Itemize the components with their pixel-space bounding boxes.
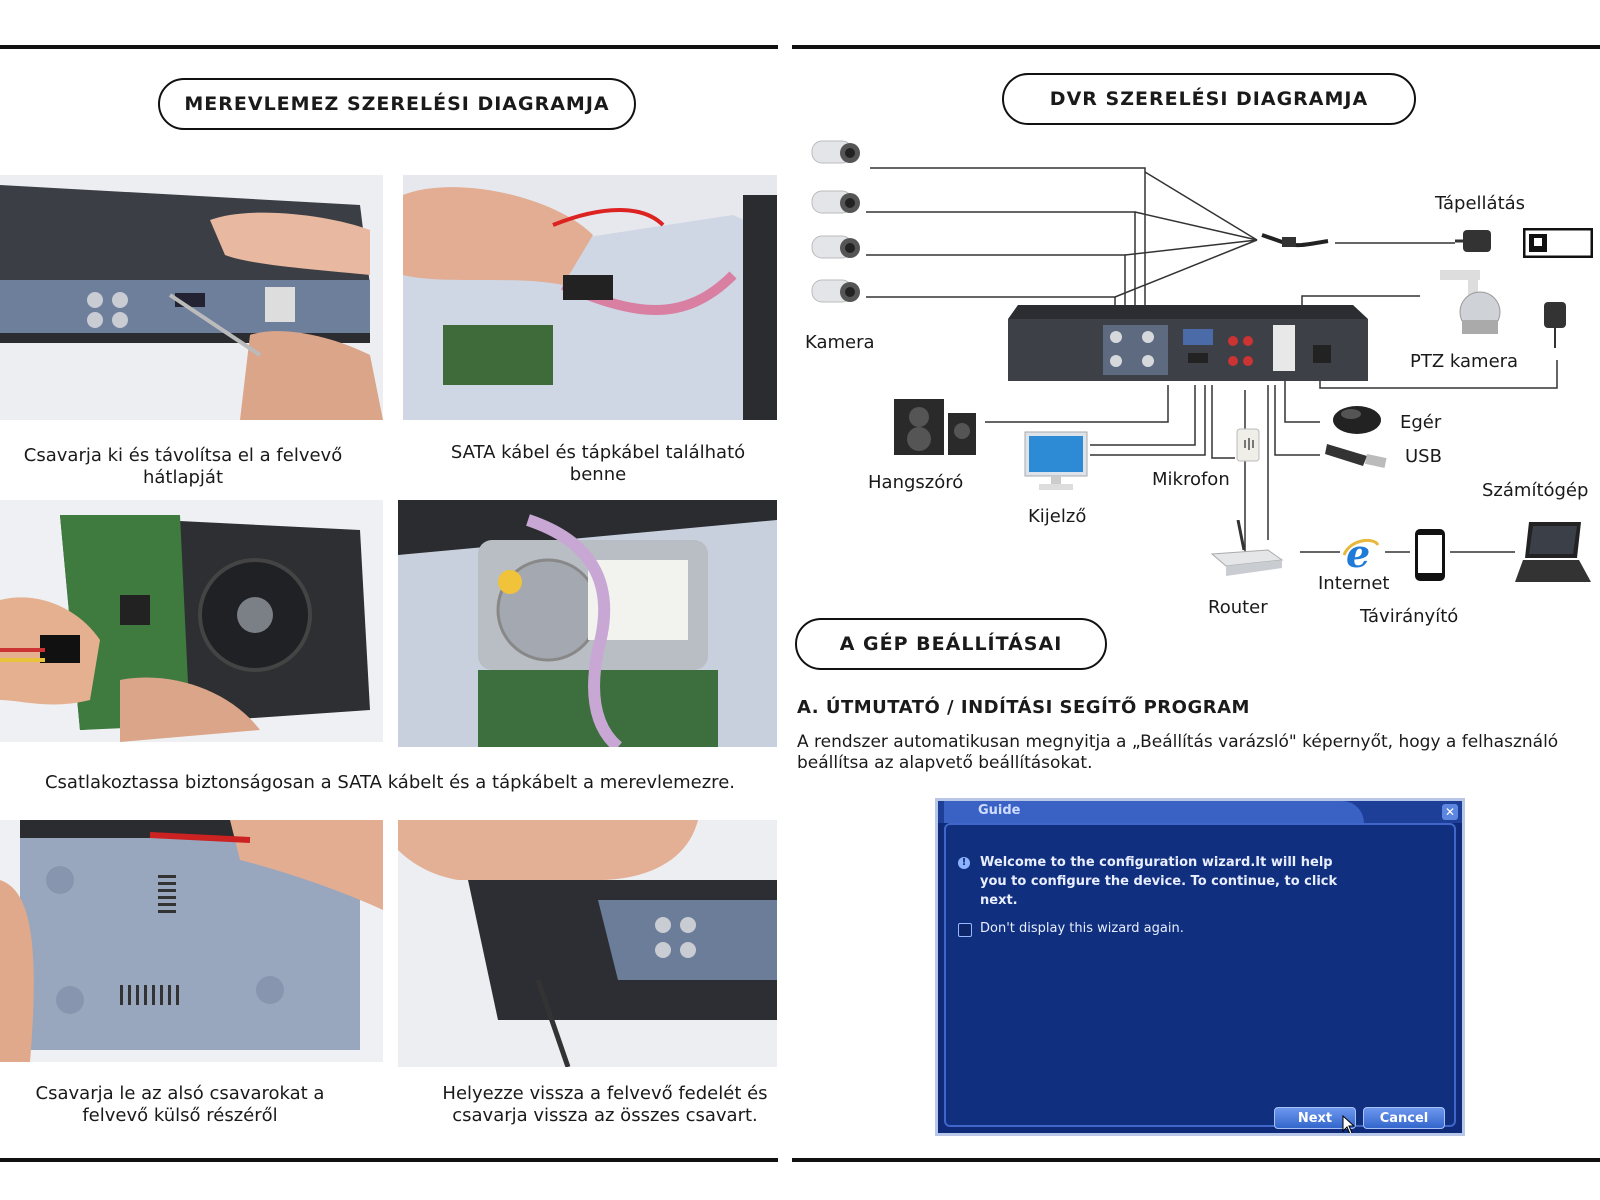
microphone-icon (1235, 427, 1261, 463)
guide-title: Guide (978, 803, 1021, 818)
mouse-pointer-icon (1342, 1115, 1356, 1133)
caption-step3: Csatlakoztassa biztonságosan a SATA kábe… (44, 772, 735, 793)
guide-window: Guide ✕ ! Welcome to the configuration w… (935, 798, 1465, 1136)
monitor-icon (1023, 430, 1089, 495)
camera-icon-4 (806, 272, 866, 312)
label-eger: Egér (1400, 412, 1442, 433)
caption-step5: Helyezze vissza a felvevő fedelét és csa… (442, 1083, 768, 1126)
camera-icon-1 (806, 133, 866, 173)
power-outlet-icon (1523, 228, 1593, 258)
photo-remove-back-cover (0, 175, 383, 420)
top-rule-left (0, 45, 778, 49)
ptz-camera-icon (1440, 270, 1510, 335)
usb-stick-icon (1325, 440, 1389, 470)
photo-hdd-installed (398, 500, 777, 747)
caption-step2: SATA kábel és tápkábel található benne (450, 442, 746, 485)
top-rule-right (792, 45, 1600, 49)
dont-show-checkbox-label: Don't display this wizard again. (980, 921, 1184, 936)
label-kamera: Kamera (805, 332, 875, 353)
internet-explorer-icon: e (1342, 535, 1380, 571)
close-icon[interactable]: ✕ (1442, 804, 1458, 820)
speaker-icon (892, 397, 978, 457)
ptz-adapter-icon (1540, 300, 1570, 350)
laptop-icon (1515, 520, 1591, 586)
hdd-section-title: MEREVLEMEZ SZERELÉSI DIAGRAMJA (158, 78, 636, 130)
guide-content-panel (944, 823, 1456, 1127)
label-hangszoro: Hangszóró (868, 472, 964, 493)
power-splitter-icon (1260, 225, 1330, 255)
remote-control-icon (1413, 527, 1447, 583)
photo-bottom-screws (0, 820, 383, 1062)
section-a-text: A rendszer automatikusan megnyitja a „Be… (797, 732, 1559, 773)
photo-connect-hdd (0, 500, 383, 742)
photo-replace-cover (398, 820, 777, 1067)
info-icon: ! (958, 857, 970, 869)
settings-section-title: A GÉP BEÁLLÍTÁSAI (795, 618, 1107, 670)
label-usb: USB (1405, 446, 1442, 467)
guide-title-tab (944, 801, 1364, 823)
label-kijelzo: Kijelző (1028, 506, 1087, 527)
power-adapter-icon (1455, 226, 1495, 256)
bottom-rule-right (792, 1158, 1600, 1162)
guide-message: Welcome to the configuration wizard.It w… (980, 855, 1338, 908)
label-taviranyito: Távirányító (1360, 606, 1459, 627)
dvr-section-title: DVR SZERELÉSI DIAGRAMJA (1002, 73, 1416, 125)
cancel-button[interactable]: Cancel (1363, 1107, 1445, 1129)
mouse-icon (1325, 400, 1385, 436)
caption-step4: Csavarja le az alsó csavarokat a felvevő… (35, 1083, 325, 1126)
label-router: Router (1208, 597, 1268, 618)
dvr-device (1008, 305, 1368, 385)
camera-icon-2 (806, 183, 866, 223)
label-internet: Internet (1318, 573, 1390, 594)
camera-icon-3 (806, 228, 866, 268)
label-ptz: PTZ kamera (1410, 351, 1519, 372)
next-button[interactable]: Next (1274, 1107, 1356, 1129)
label-tapellatas: Tápellátás (1435, 193, 1526, 214)
dont-show-checkbox[interactable] (958, 923, 972, 937)
label-szamitogep: Számítógép (1482, 480, 1589, 501)
photo-sata-cable (403, 175, 777, 420)
label-mikrofon: Mikrofon (1152, 469, 1230, 490)
router-icon (1208, 520, 1284, 580)
section-a-heading: A. ÚTMUTATÓ / INDÍTÁSI SEGÍTŐ PROGRAM (797, 697, 1250, 718)
bottom-rule-left (0, 1158, 778, 1162)
caption-step1: Csavarja ki és távolítsa el a felvevő há… (23, 445, 343, 488)
